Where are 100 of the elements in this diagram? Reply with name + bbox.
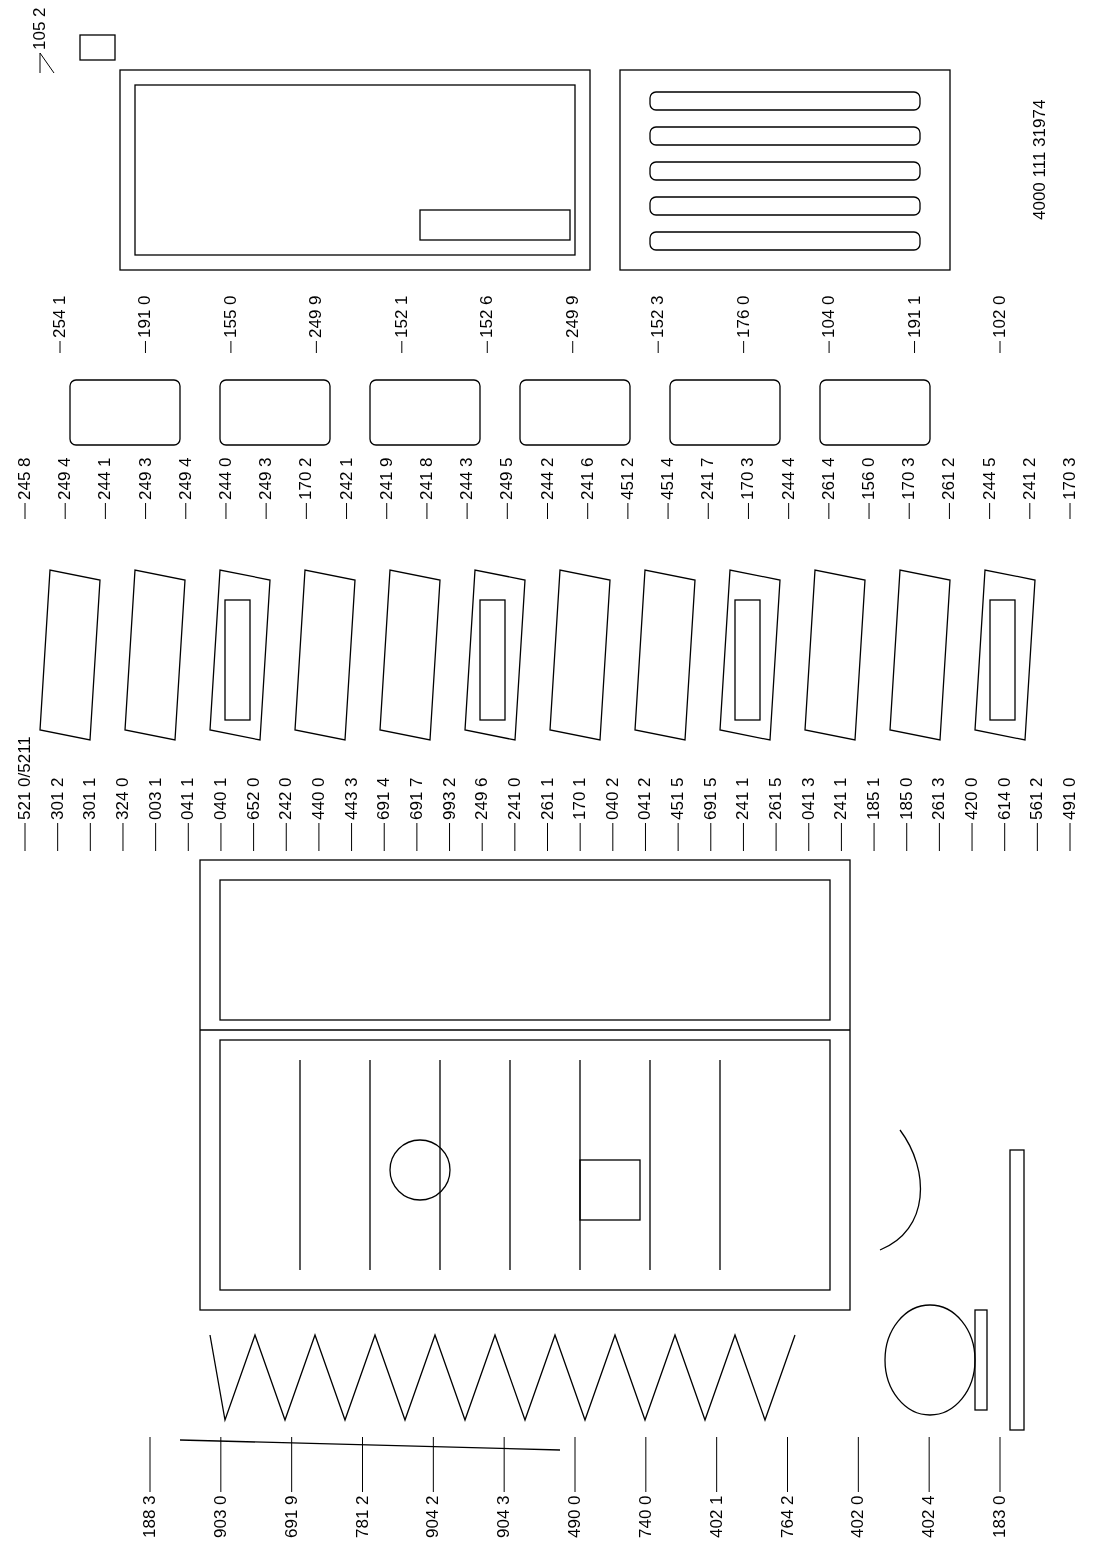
- leader-line: [547, 822, 548, 852]
- leader-line: [383, 822, 385, 852]
- part-number: 185 0: [897, 777, 916, 820]
- leader-line: [155, 822, 157, 852]
- leader-line: [612, 822, 614, 852]
- part-number: 451 2: [618, 457, 637, 500]
- leader-line: [908, 502, 910, 520]
- leader-line: [291, 1436, 293, 1493]
- leader-line: [644, 822, 646, 852]
- leader-line: [416, 822, 418, 852]
- part-number: 155 0: [221, 295, 240, 338]
- leader-line: [840, 822, 842, 852]
- leader-line: [351, 822, 353, 852]
- part-number: 241 1: [734, 777, 753, 820]
- leader-line: [579, 822, 581, 852]
- part-number: 249 4: [176, 457, 195, 500]
- leader-line: [39, 52, 41, 74]
- leader-line: [938, 822, 940, 852]
- leader-line: [828, 340, 830, 354]
- part-number: 249 6: [473, 777, 492, 820]
- part-number: 241 8: [417, 457, 436, 500]
- leader-line: [906, 822, 908, 852]
- part-number: 249 9: [563, 295, 582, 338]
- part-number: 249 9: [307, 295, 326, 338]
- part-number: 740 0: [636, 1495, 655, 1538]
- leader-line: [220, 822, 222, 852]
- part-number: 244 5: [980, 457, 999, 500]
- leader-line: [710, 822, 712, 852]
- leader-line: [574, 1436, 576, 1493]
- part-number: 152 1: [392, 295, 411, 338]
- leader-line: [401, 340, 403, 354]
- part-number: 170 1: [571, 777, 590, 820]
- part-number: 521 0/5211: [16, 736, 34, 820]
- leader-line: [89, 822, 91, 852]
- part-number: 904 3: [495, 1495, 514, 1538]
- part-number: 904 2: [424, 1495, 443, 1538]
- part-number: 402 1: [707, 1495, 726, 1538]
- leader-line: [285, 822, 287, 852]
- part-number: 242 0: [277, 777, 296, 820]
- leader-line: [677, 822, 679, 852]
- leader-line: [707, 502, 709, 520]
- leader-line: [481, 822, 483, 852]
- part-number: 188 3: [141, 1495, 159, 1538]
- leader-line: [39, 52, 55, 74]
- part-number: 191 1: [905, 295, 924, 338]
- part-number: 105 2: [31, 7, 49, 50]
- leader-line: [57, 822, 59, 852]
- part-number: 170 2: [297, 457, 316, 500]
- part-number: 561 2: [1028, 777, 1047, 820]
- part-number: 781 2: [353, 1495, 372, 1538]
- part-number: 040 2: [603, 777, 622, 820]
- leader-line: [587, 502, 589, 520]
- part-number: 183 0: [991, 1495, 1009, 1538]
- leader-line: [185, 502, 187, 520]
- part-number: 241 7: [699, 457, 718, 500]
- leader-line: [948, 502, 950, 520]
- leader-line: [627, 502, 629, 520]
- part-number: 261 2: [940, 457, 959, 500]
- part-number: 241 9: [377, 457, 396, 500]
- leader-line: [828, 502, 830, 520]
- leader-line: [315, 340, 317, 354]
- part-number: 249 4: [56, 457, 75, 500]
- part-number: 993 2: [440, 777, 459, 820]
- part-number: 249 5: [498, 457, 517, 500]
- part-number: 451 5: [669, 777, 688, 820]
- leader-line: [743, 340, 745, 354]
- part-number: 242 1: [337, 457, 356, 500]
- leader-line: [346, 502, 348, 520]
- part-number: 040 1: [211, 777, 230, 820]
- leader-line: [873, 822, 875, 852]
- part-number: 249 3: [257, 457, 276, 500]
- leader-line: [253, 822, 255, 852]
- leader-line: [914, 340, 916, 354]
- leader-line: [59, 340, 61, 354]
- leader-line: [24, 822, 26, 852]
- part-number: 102 0: [991, 295, 1009, 338]
- drawing-number: 4000 111 31974: [1031, 99, 1049, 220]
- part-number: 244 2: [538, 457, 557, 500]
- part-number: 903 0: [211, 1495, 230, 1538]
- part-number: 652 0: [244, 777, 263, 820]
- leader-line: [24, 502, 26, 520]
- leader-line: [486, 340, 488, 354]
- part-number: 440 0: [309, 777, 328, 820]
- part-number: 241 1: [832, 777, 851, 820]
- leader-line: [788, 502, 790, 520]
- leader-line: [503, 1436, 505, 1493]
- part-number: 176 0: [734, 295, 753, 338]
- leader-line: [999, 1436, 1001, 1493]
- leader-line: [265, 502, 267, 520]
- part-number: 490 0: [566, 1495, 584, 1538]
- leader-line: [775, 822, 777, 852]
- part-number: 241 6: [578, 457, 597, 500]
- part-number: 170 3: [739, 457, 758, 500]
- leader-line: [572, 340, 574, 354]
- leader-line: [426, 502, 428, 520]
- leader-line: [514, 822, 516, 852]
- leader-line: [1069, 822, 1071, 852]
- leader-line: [1004, 822, 1006, 852]
- part-number: 451 4: [659, 457, 678, 500]
- leader-line: [362, 1436, 363, 1493]
